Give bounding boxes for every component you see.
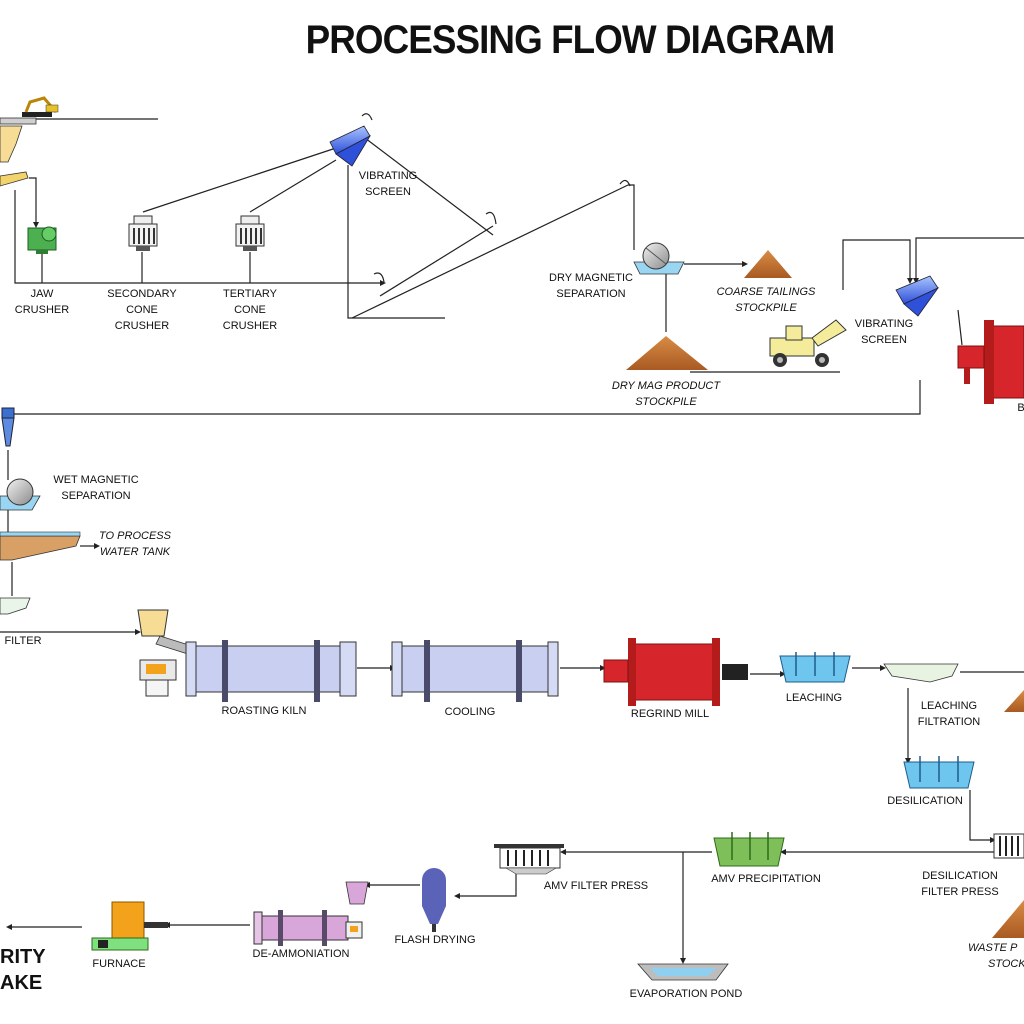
tertiary-cone-crusher-icon <box>235 215 265 251</box>
vibrating-grizzly-feeder-icon <box>0 171 29 187</box>
feed-hopper-icon <box>0 117 37 163</box>
flash-drying-label: FLASH DRYING <box>394 934 476 946</box>
evaporation-pond-label: EVAPORATION POND <box>629 988 743 1000</box>
desilication-tank-icon <box>903 756 975 789</box>
amv-filter-press-label: AMV FILTER PRESS <box>543 880 649 892</box>
furnace-label: FURNACE <box>92 958 146 970</box>
front-loader-icon <box>769 319 847 367</box>
cooler-icon <box>391 640 559 702</box>
leaching-label: LEACHING <box>785 692 843 704</box>
ball-mill-icon <box>957 320 1024 404</box>
dry-magnetic-separator-icon <box>633 242 685 275</box>
kiln-feed-hopper-icon <box>137 609 193 655</box>
vibrating-screen-icon <box>329 125 372 167</box>
product-stockpile-icon <box>1004 690 1024 712</box>
dry-mag-product-stockpile-icon <box>626 336 708 370</box>
secondary-cone-crusher-icon <box>128 215 158 251</box>
roasting-kiln-label: ROASTING KILN <box>221 705 307 717</box>
thickener-icon <box>0 531 81 561</box>
hydrocyclone-icon <box>1 407 15 447</box>
evaporation-pond-icon <box>637 963 729 981</box>
filter-icon <box>0 597 31 615</box>
furnace-icon <box>91 901 168 951</box>
regrind-mill-icon <box>603 638 748 706</box>
kiln-burner-icon <box>139 659 177 697</box>
waste-stockpile-icon <box>992 900 1024 938</box>
cooling-label: COOLING <box>444 706 496 718</box>
page-title: PROCESSING FLOW DIAGRAM <box>305 18 836 62</box>
filter-label: FILTER <box>4 635 42 647</box>
leaching-tank-icon <box>779 652 851 683</box>
leaching-filter-icon <box>883 663 959 683</box>
amv-precipitation-label: AMV PRECIPITATION <box>711 873 821 885</box>
excavator-icon <box>22 96 59 117</box>
de-ammoniation-label: DE-AMMONIATION <box>252 948 350 960</box>
desilication-label: DESILICATION <box>887 795 963 807</box>
conveyor-transfer-hooks <box>361 113 631 283</box>
flash-dryer-icon <box>422 868 446 932</box>
roasting-kiln-icon <box>185 640 357 702</box>
ball-mill-label: B <box>1017 402 1024 414</box>
vibrating-screen-2-icon <box>895 275 940 317</box>
amv-filter-press-icon <box>494 844 564 875</box>
de-ammoniation-kiln-icon <box>253 881 369 946</box>
desilication-filter-press-icon <box>993 833 1024 859</box>
regrind-mill-label: REGRIND MILL <box>630 708 710 720</box>
amv-precipitation-tank-icon <box>713 832 785 867</box>
coarse-tailings-stockpile-icon <box>744 250 792 278</box>
jaw-crusher-icon <box>27 226 57 254</box>
wet-magnetic-separator-icon <box>0 478 41 511</box>
